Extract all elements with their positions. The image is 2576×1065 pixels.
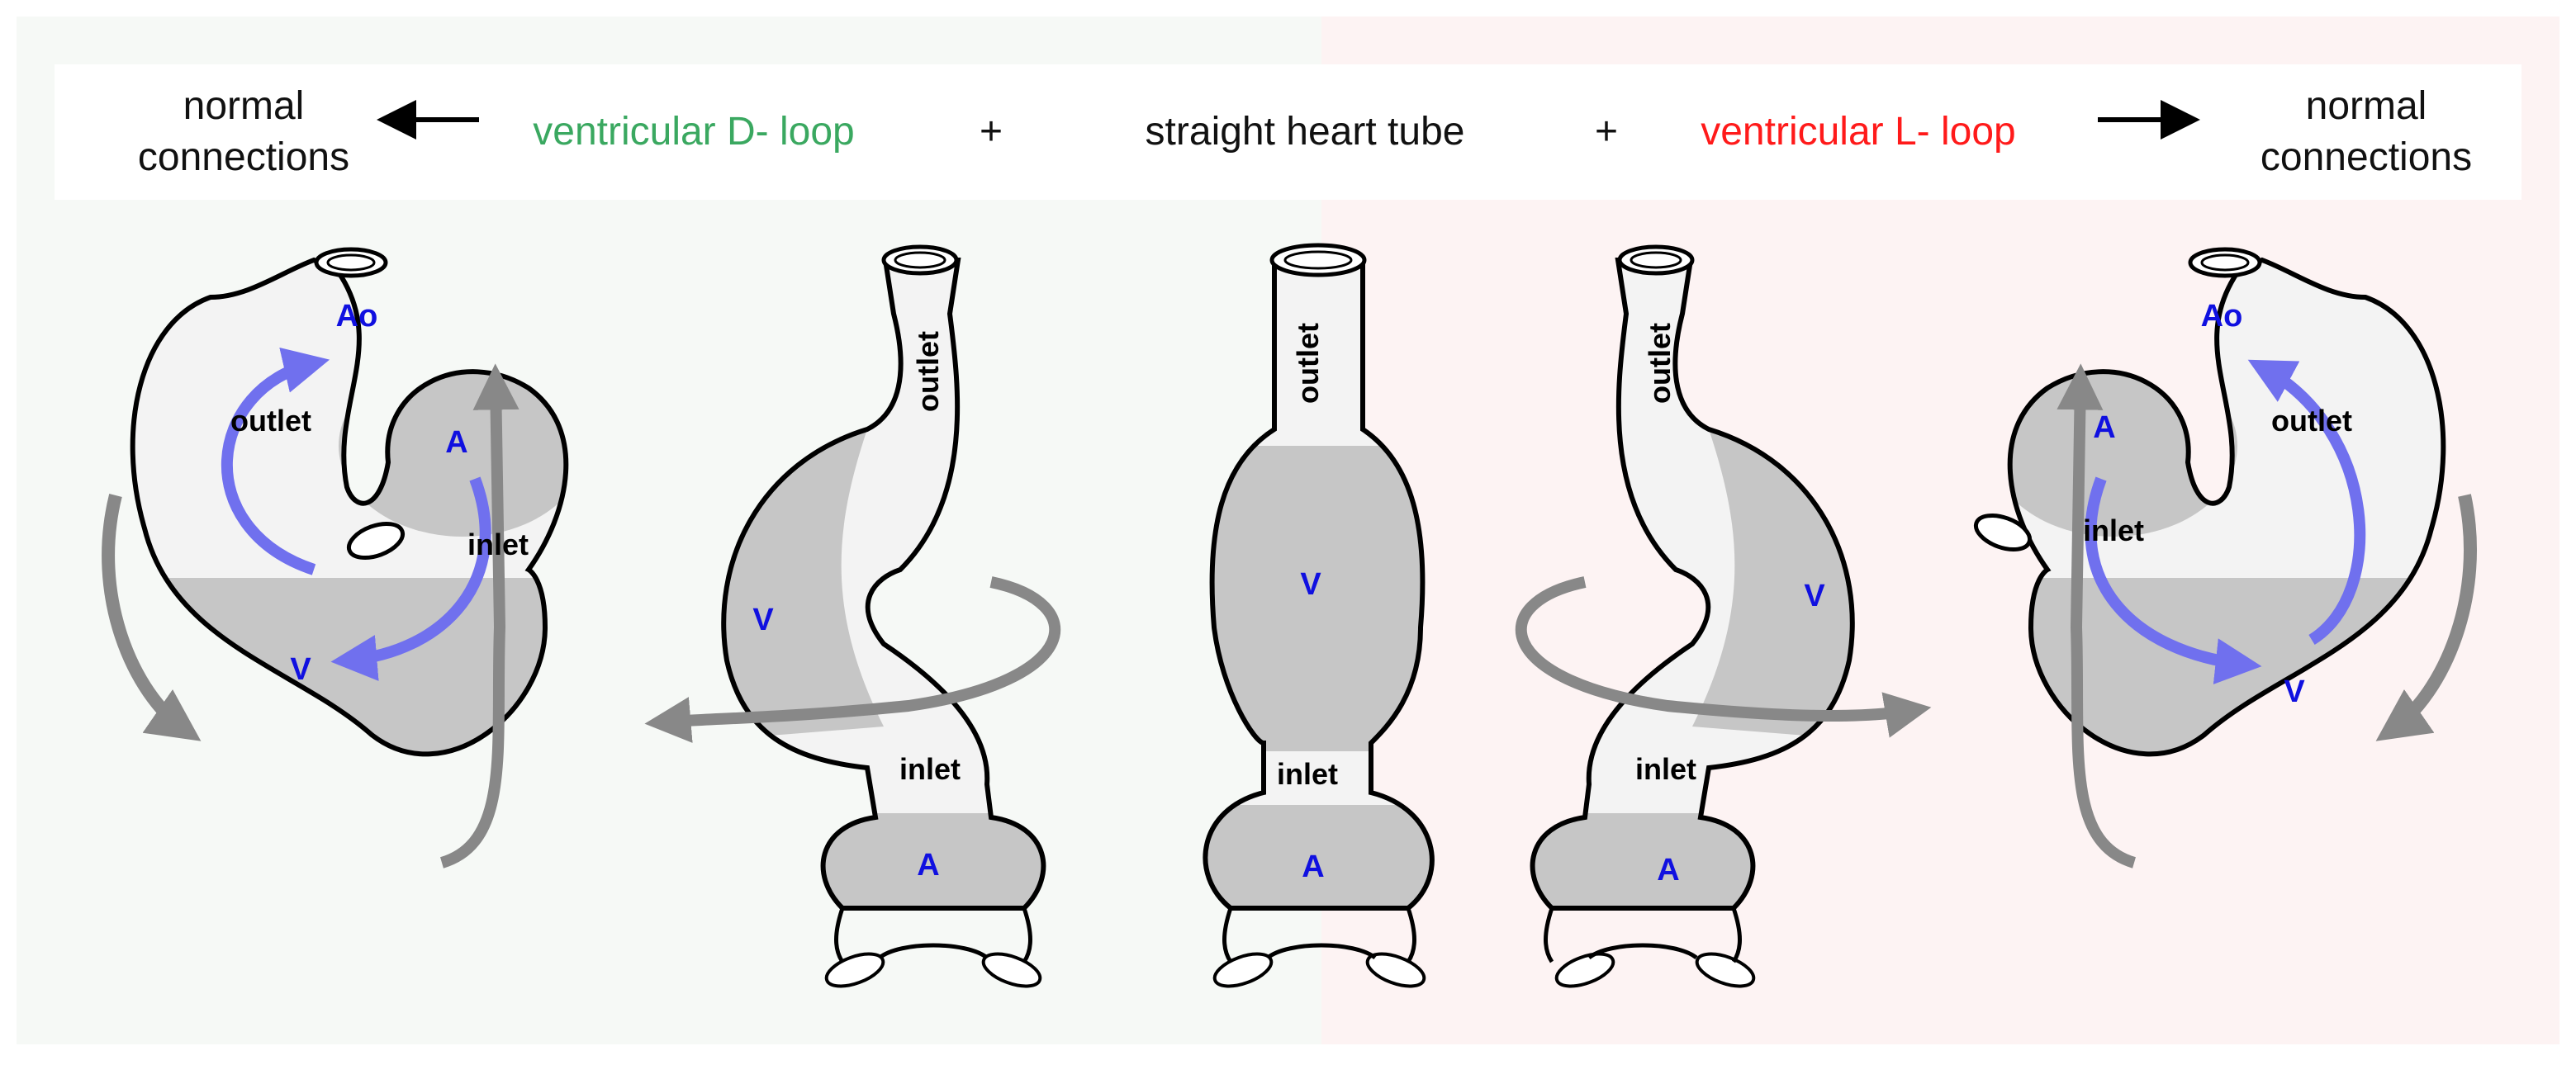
left-atrium-label: A (445, 425, 467, 460)
straight-atrium-label: A (1302, 850, 1324, 884)
d-tube-inlet-label: inlet (899, 752, 961, 786)
right-inlet-label: inlet (2083, 514, 2144, 547)
l-tube-ventricle-label: V (1804, 579, 1825, 613)
left-result-text: normal connections (137, 84, 350, 179)
straight-outlet-label: outlet (1291, 323, 1325, 404)
right-aorta-label: Ao (2201, 299, 2243, 334)
l-tube-inlet-label: inlet (1635, 752, 1696, 786)
left-inlet-label: inlet (467, 528, 529, 561)
right-result-text: normal connections (2260, 84, 2473, 179)
d-tube-outlet-label: outlet (911, 331, 945, 412)
header-band (55, 64, 2521, 200)
left-ventricle-label: V (290, 652, 311, 687)
right-atrium-label: A (2093, 410, 2115, 445)
straight-tube-title: straight heart tube (1145, 110, 1465, 154)
d-loop-title: ventricular D- loop (533, 110, 855, 154)
straight-ventricle-label: V (1300, 567, 1321, 602)
right-outlet-label: outlet (2271, 404, 2352, 438)
l-loop-title: ventricular L- loop (1701, 110, 2016, 154)
plus-left: + (979, 110, 1003, 154)
l-tube-atrium-label: A (1657, 853, 1679, 888)
plus-right: + (1594, 110, 1619, 154)
l-tube-outlet-label: outlet (1643, 323, 1677, 404)
d-tube-ventricle-label: V (752, 603, 774, 637)
d-tube-atrium-label: A (917, 848, 939, 883)
straight-inlet-label: inlet (1277, 757, 1338, 791)
right-ventricle-label: V (2284, 674, 2305, 709)
left-outlet-label: outlet (230, 404, 311, 438)
left-aorta-label: Ao (336, 299, 378, 334)
